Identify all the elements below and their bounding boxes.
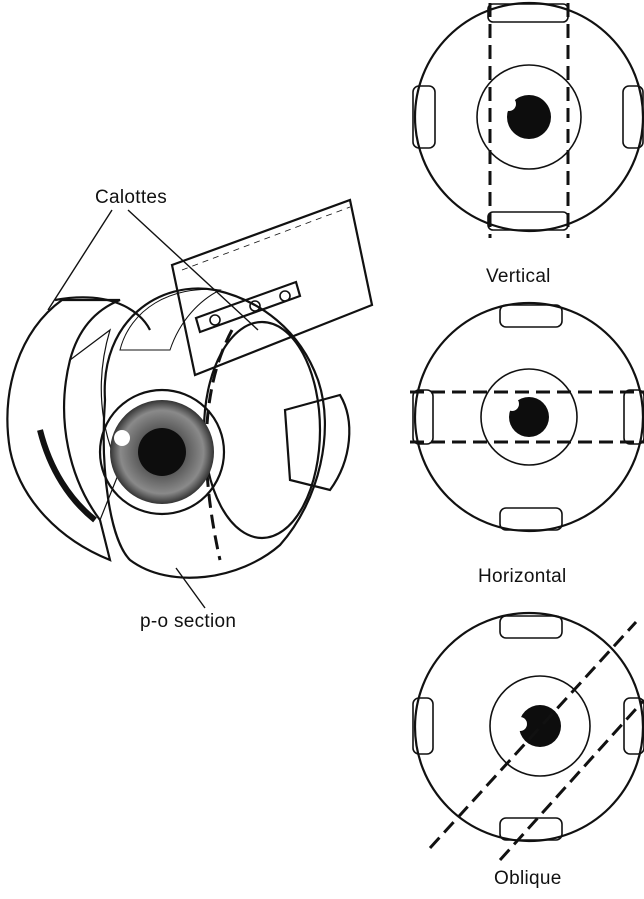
calottes-leader-left [48,210,112,310]
po-section-leader [176,568,205,608]
vertical-section-eye [413,3,643,238]
vertical-label: Vertical [486,266,551,287]
horizontal-label: Horizontal [478,566,567,587]
po-section-label: p-o section [140,611,236,632]
calottes-leader-right [128,210,258,330]
horizontal-section-eye [410,303,644,531]
calottes-label: Calottes [95,187,167,208]
main-eye-illustration [7,200,372,608]
eyeball-icon [100,288,349,577]
oblique-label: Oblique [494,868,562,889]
oblique-section-eye [413,613,644,860]
